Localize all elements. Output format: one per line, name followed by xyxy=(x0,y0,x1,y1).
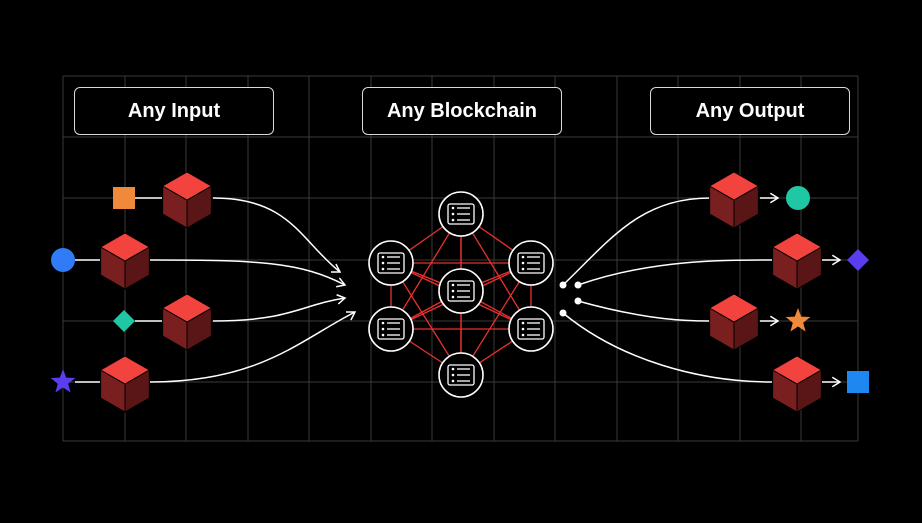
server-icon xyxy=(377,318,405,340)
output-dot xyxy=(559,281,567,289)
output-flow-line xyxy=(562,312,773,383)
server-icon xyxy=(517,318,545,340)
server-led xyxy=(451,367,455,371)
cube-top-face xyxy=(99,355,151,385)
cube-top-face xyxy=(708,293,760,323)
server-icon xyxy=(447,364,475,386)
any-output-label: Any Output xyxy=(650,87,850,135)
input-star-shape xyxy=(50,369,76,393)
server-led xyxy=(521,321,525,325)
node-lower-right xyxy=(508,306,554,352)
arrow-head xyxy=(831,376,842,388)
node-upper-right xyxy=(508,240,554,286)
server-icon xyxy=(517,252,545,274)
input-diamond-shape xyxy=(113,310,135,332)
input-cube-3 xyxy=(161,293,213,351)
arrow-head xyxy=(831,254,842,266)
server-led xyxy=(451,295,455,299)
cube-top-face xyxy=(771,355,823,385)
output-flow-line xyxy=(577,259,773,286)
arrow-head xyxy=(346,311,357,321)
input-flow-line xyxy=(212,297,346,322)
server-led xyxy=(521,333,525,337)
server-led xyxy=(451,373,455,377)
output-cube-1 xyxy=(708,171,760,229)
server-led xyxy=(451,218,455,222)
arrow-head xyxy=(331,263,342,273)
server-led xyxy=(381,255,385,259)
server-led xyxy=(521,255,525,259)
server-led xyxy=(381,267,385,271)
cube-top-face xyxy=(771,232,823,262)
input-flow-line xyxy=(212,197,341,273)
cube-top-face xyxy=(99,232,151,262)
node-center xyxy=(438,268,484,314)
server-led xyxy=(381,333,385,337)
output-dot xyxy=(559,309,567,317)
cube-top-face xyxy=(161,171,213,201)
node-top xyxy=(438,191,484,237)
server-led xyxy=(451,379,455,383)
cubes xyxy=(99,171,823,413)
server-led xyxy=(381,321,385,325)
flow-lines xyxy=(75,192,842,388)
arrow-head xyxy=(769,315,780,327)
node-upper-left xyxy=(368,240,414,286)
output-flow-line xyxy=(577,300,711,322)
server-led xyxy=(451,283,455,287)
server-led xyxy=(521,267,525,271)
arrow-head xyxy=(769,192,780,204)
output-dot xyxy=(574,297,582,305)
server-icon xyxy=(447,203,475,225)
server-led xyxy=(451,206,455,210)
output-cube-4 xyxy=(771,355,823,413)
input-flow-line xyxy=(149,311,356,383)
arrow-head xyxy=(336,294,347,305)
output-square-shape xyxy=(847,371,869,393)
output-star-shape xyxy=(785,308,811,332)
io-shapes xyxy=(50,186,869,393)
any-blockchain-label: Any Blockchain xyxy=(362,87,562,135)
cube-top-face xyxy=(708,171,760,201)
output-cube-3 xyxy=(708,293,760,351)
input-cube-1 xyxy=(161,171,213,229)
server-icon xyxy=(447,280,475,302)
server-led xyxy=(521,327,525,331)
input-square-shape xyxy=(113,187,135,209)
input-cube-2 xyxy=(99,232,151,290)
server-led xyxy=(521,261,525,265)
output-diamond-shape xyxy=(847,249,869,271)
input-circle-shape xyxy=(51,248,75,272)
server-led xyxy=(451,212,455,216)
output-dot xyxy=(574,281,582,289)
cube-top-face xyxy=(161,293,213,323)
node-lower-left xyxy=(368,306,414,352)
output-circle-shape xyxy=(786,186,810,210)
node-bottom xyxy=(438,352,484,398)
server-led xyxy=(381,327,385,331)
server-led xyxy=(451,289,455,293)
server-icon xyxy=(377,252,405,274)
input-flow-line xyxy=(149,259,346,286)
input-cube-4 xyxy=(99,355,151,413)
arrow-head xyxy=(336,277,347,288)
server-led xyxy=(381,261,385,265)
output-cube-2 xyxy=(771,232,823,290)
blockchain-nodes xyxy=(368,191,554,398)
any-input-label: Any Input xyxy=(74,87,274,135)
output-flow-line xyxy=(562,197,711,286)
